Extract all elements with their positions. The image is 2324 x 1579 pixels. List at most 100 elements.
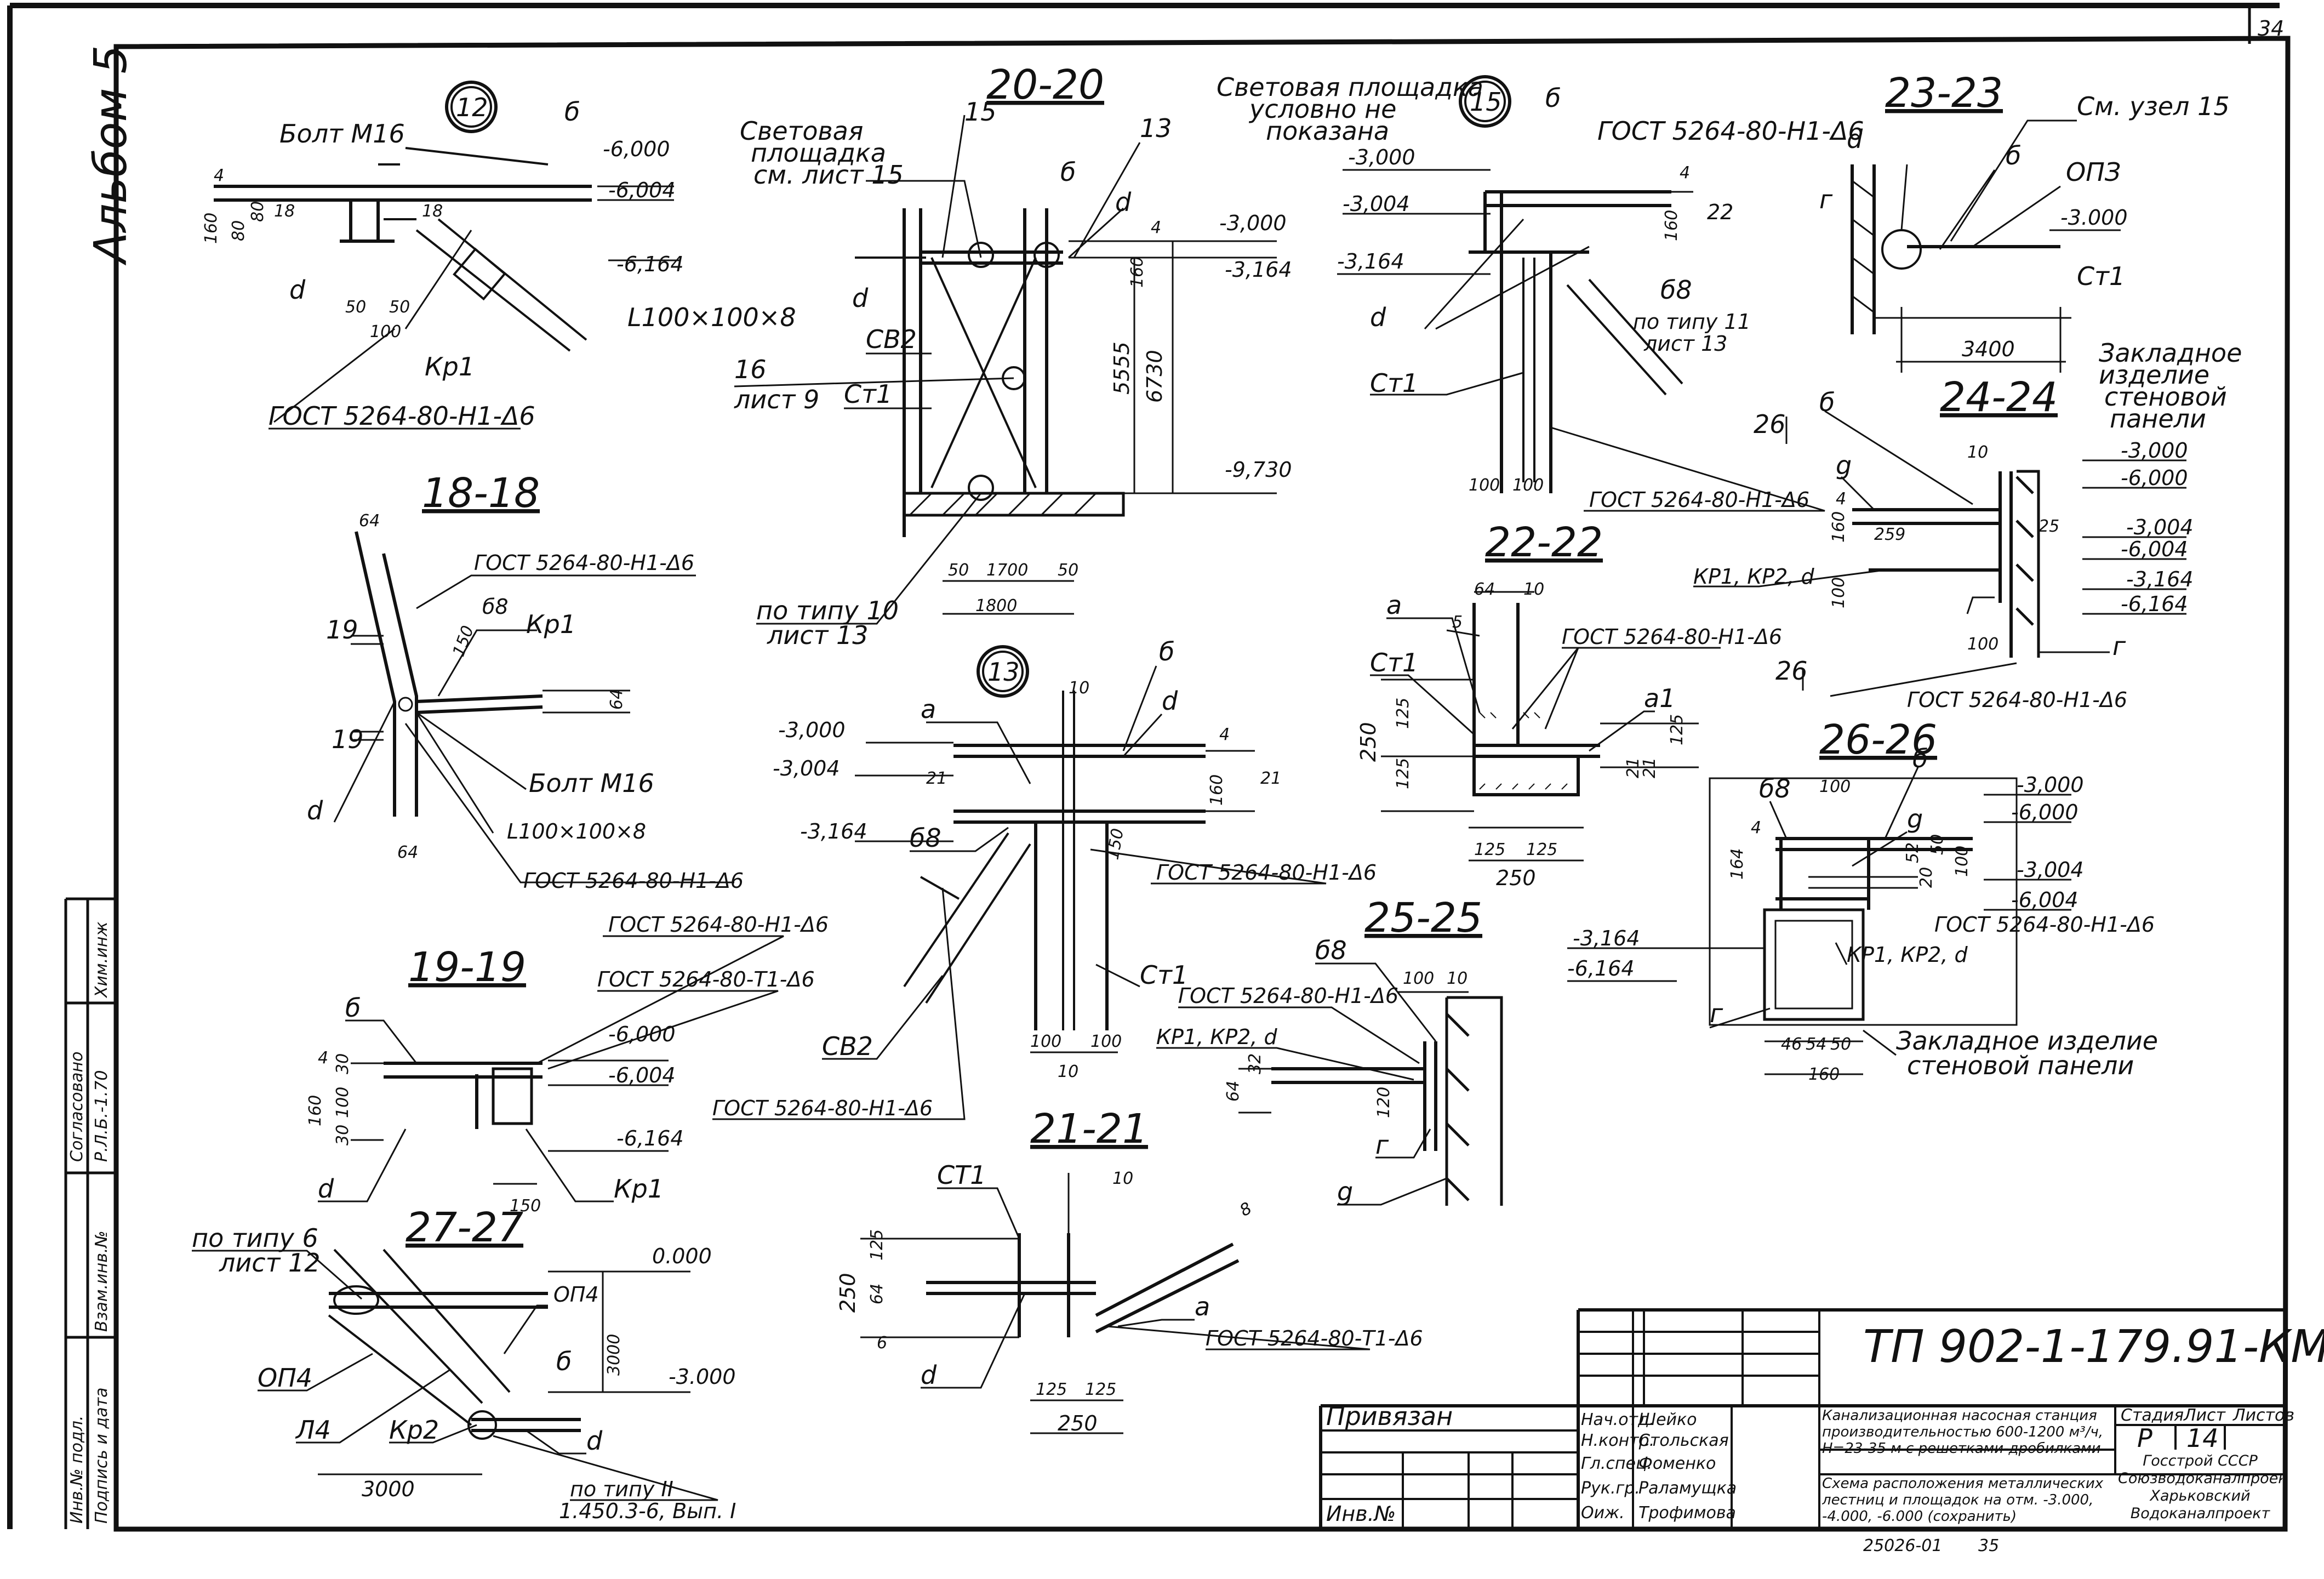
section-22-w-125b: 125 <box>1526 840 1557 859</box>
section-19-dim-100: 100 <box>333 1087 352 1118</box>
detail-12: 12 Болт М16 б -6,000 -6,004 -6,164 d L10… <box>202 81 796 431</box>
detail-15-level-3: -3,164 <box>1337 249 1404 273</box>
detail-15-note-3: показана <box>1266 116 1389 146</box>
section-24-level-1: -3,000 <box>2121 438 2188 463</box>
section-25-kr: КР1, КР2, d <box>1156 1025 1277 1049</box>
role-4: Рук.гр. <box>1581 1479 1640 1498</box>
detail-12-dim-100: 100 <box>370 322 401 341</box>
stage-label: Стадия <box>2121 1406 2184 1425</box>
section-26-level-3: -3,004 <box>2017 858 2084 882</box>
archive-page: 35 <box>1978 1536 1999 1555</box>
section-22-a1: a1 <box>1644 683 1675 713</box>
section-19-dim-30b: 30 <box>333 1125 352 1145</box>
section-27-level-1: -3.000 <box>669 1365 736 1389</box>
signature-date-label: Подпись и дата <box>92 1388 111 1524</box>
section-27-b: б <box>556 1347 572 1376</box>
section-24-g: g <box>1836 451 1852 480</box>
detail-13-dim-160: 160 <box>1207 774 1226 806</box>
section-20-ref16: 16 <box>734 355 767 384</box>
section-21-d: d <box>921 1360 937 1390</box>
section-18-dim-64c: 64 <box>397 843 418 862</box>
drawing-code: ТП 902-1-179.91-КМ2 <box>1863 1321 2324 1373</box>
section-23-level: -3.000 <box>2060 206 2128 230</box>
section-19-title: 19-19 <box>408 944 526 991</box>
section-20-st1: Ст1 <box>844 379 892 409</box>
section-27-title: 27-27 <box>406 1204 523 1251</box>
section-26-dim-20: 20 <box>1917 867 1936 888</box>
section-26-level-1: -3,000 <box>2017 773 2084 797</box>
detail-15-mark: 15 <box>1470 87 1502 117</box>
detail-12-dim-50b: 50 <box>389 298 410 317</box>
page-number: 34 <box>2258 16 2284 41</box>
section-24-level-6: -6,164 <box>2121 592 2188 616</box>
title-block: ТП 902-1-179.91-КМ2 Привязан Инв.№ Нач.о… <box>1319 1308 2324 1529</box>
section-24-level-4: -6,004 <box>2121 537 2188 561</box>
detail-13-level-3: -3,164 <box>800 819 867 843</box>
detail-12-level-2: -6,004 <box>608 178 676 202</box>
detail-12-dim-50a: 50 <box>345 298 366 317</box>
section-18-gost-1: ГОСТ 5264-80-Н1-Δ6 <box>474 551 694 575</box>
detail-12-dim-4: 4 <box>214 166 224 185</box>
org-box: Госстрой СССР Союзводоканалпроект Харько… <box>2118 1452 2282 1522</box>
name-3: Фоменко <box>1638 1454 1716 1473</box>
section-22-a: a <box>1386 590 1402 620</box>
detail-15-w-100b: 100 <box>1512 476 1544 495</box>
detail-12-level-1: -6,000 <box>603 137 670 161</box>
detail-15-d: d <box>1370 303 1386 332</box>
section-24-24: 24-24 Закладное изделие стеновой панели … <box>1693 338 2242 712</box>
section-20-sv2: СВ2 <box>866 324 917 354</box>
section-24-note-2: изделие <box>2099 360 2209 390</box>
detail-15-b: б <box>1545 83 1561 113</box>
section-27-27: 27-27 по типу 6 лист 12 0.000 ОП4 ОП4 б … <box>192 1204 736 1523</box>
detail-12-dim-80a: 80 <box>229 220 248 241</box>
agreed-label: Согласовано <box>67 1051 87 1162</box>
section-24-level-2: -6,000 <box>2121 466 2188 490</box>
detail-12-gost: ГОСТ 5264-80-Н1-Δ6 <box>269 401 535 431</box>
detail-12-level-3: -6,164 <box>616 252 684 276</box>
section-19-gost-2: ГОСТ 5264-80-Т1-Δ6 <box>597 967 815 991</box>
detail-15-tip-1: по типу 11 <box>1633 310 1751 334</box>
section-27-h-3000: 3000 <box>604 1334 624 1376</box>
section-22-dim-10: 10 <box>1523 580 1544 599</box>
section-20-w-50a: 50 <box>948 561 969 580</box>
detail-12-d: d <box>289 275 306 305</box>
replace-inv-label: Взам.инв.№ <box>92 1230 111 1332</box>
section-26-note-2: стеновой панели <box>1907 1051 2134 1080</box>
section-19-level-1: -6,000 <box>608 1022 676 1046</box>
detail-12-dim-18b: 18 <box>422 202 443 221</box>
name-4: Раламущка <box>1638 1479 1737 1498</box>
section-20-tip-1: по типу 10 <box>756 596 899 625</box>
section-26-note-1: Закладное изделие <box>1896 1026 2158 1056</box>
section-25-dim-64: 64 <box>1224 1081 1243 1102</box>
role-3: Гл.спец. <box>1581 1454 1652 1473</box>
detail-15-st1: Ст1 <box>1370 368 1418 398</box>
detail-15: Световая площадка условно не показана 15… <box>1217 72 1864 512</box>
section-26-title: 26-26 <box>1819 716 1937 763</box>
detail-13-w-10: 10 <box>1058 1062 1078 1081</box>
detail-12-kr: Кр1 <box>425 352 475 381</box>
detail-13-st1: Ст1 <box>1140 960 1188 990</box>
section-20-note-2: площадка <box>751 138 886 168</box>
section-19-dim-4: 4 <box>318 1048 328 1068</box>
section-21-h-250: 250 <box>836 1273 860 1313</box>
section-21-w-250: 250 <box>1058 1411 1098 1435</box>
section-20-height-5555: 5555 <box>1110 341 1134 395</box>
section-26-dim-50: 50 <box>1830 1035 1851 1054</box>
drawing-title-box: Схема расположения металлических лестниц… <box>1822 1475 2103 1525</box>
section-24-s26a: 26 <box>1754 409 1786 439</box>
section-18-dim-64: 64 <box>359 511 380 531</box>
section-19-gost-1: ГОСТ 5264-80-Н1-Δ6 <box>608 913 829 937</box>
section-18-dim-64b: 64 <box>607 689 626 710</box>
section-20-n15: 15 <box>964 97 997 127</box>
section-23-st1: Ст1 <box>2077 261 2125 291</box>
detail-15-level-2: -3,004 <box>1343 192 1410 216</box>
detail-13-level-1: -3,000 <box>778 718 846 742</box>
section-23-width: 3400 <box>1962 337 2015 361</box>
detail-15-dim-22: 22 <box>1707 200 1733 224</box>
section-18-title: 18-18 <box>422 470 540 517</box>
inv-original-label: Инв.№ подл. <box>67 1416 87 1524</box>
project-description: Канализационная насосная станция произво… <box>1822 1407 2104 1457</box>
section-20-w-50b: 50 <box>1058 561 1078 580</box>
section-25-g2: g <box>1337 1177 1353 1206</box>
detail-13-dim-21a: 21 <box>1260 769 1281 788</box>
